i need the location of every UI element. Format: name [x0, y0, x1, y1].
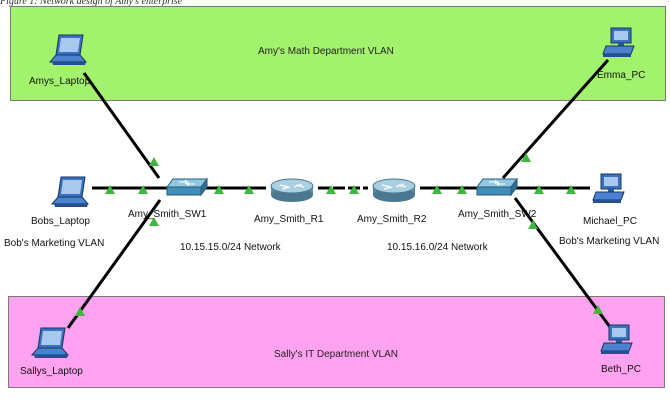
sw2-switch-icon[interactable] [476, 178, 518, 196]
sw1-label: Amy_Smith_SW1 [128, 209, 207, 220]
link-amys-laptop-sw1 [82, 72, 161, 179]
sw2-label: Amy_Smith_SW2 [458, 209, 537, 220]
r2-router-icon[interactable] [372, 178, 416, 203]
bobs-laptop-label: Bobs_Laptop [31, 216, 90, 227]
emma-pc-icon[interactable] [602, 27, 635, 58]
network-right-label: 10.15.16.0/24 Network [387, 242, 488, 253]
sallys-laptop-icon[interactable] [31, 327, 69, 359]
sw1-switch-icon[interactable] [166, 178, 208, 196]
sallys-laptop-label: Sallys_Laptop [20, 366, 83, 377]
bobs-laptop-icon[interactable] [51, 176, 89, 208]
amys-laptop-icon[interactable] [49, 34, 87, 66]
bobs-vlan-right-label: Bob's Marketing VLAN [559, 236, 660, 247]
link-indicator [149, 157, 159, 166]
link-indicator [528, 220, 538, 229]
r2-label: Amy_Smith_R2 [357, 214, 427, 225]
math-department-zone [10, 6, 666, 101]
network-left-label: 10.15.15.0/24 Network [180, 242, 281, 253]
amys-laptop-label: Amys_Laptop [29, 76, 91, 87]
r1-label: Amy_Smith_R1 [254, 214, 324, 225]
it-department-zone-label: Sally's IT Department VLAN [274, 349, 398, 360]
link-sw2-beth-pc [513, 197, 612, 328]
figure-caption: Figure 1: Network design of Amy's enterp… [0, 0, 183, 7]
beth-pc-icon[interactable] [600, 324, 633, 355]
network-links [66, 59, 612, 329]
r1-router-icon[interactable] [270, 178, 314, 203]
michael-pc-label: Michael_PC [583, 216, 637, 227]
link-emma-pc-sw2 [501, 59, 610, 179]
bobs-vlan-left-label: Bob's Marketing VLAN [4, 238, 105, 249]
link-sw1-sallys-laptop [66, 199, 162, 329]
math-department-zone-label: Amy's Math Department VLAN [258, 46, 394, 57]
link-indicators [75, 153, 603, 316]
beth-pc-label: Beth_PC [601, 364, 642, 375]
emma-pc-label: Emma_PC [597, 70, 646, 81]
it-department-zone [8, 296, 665, 388]
michael-pc-icon[interactable] [592, 173, 625, 204]
